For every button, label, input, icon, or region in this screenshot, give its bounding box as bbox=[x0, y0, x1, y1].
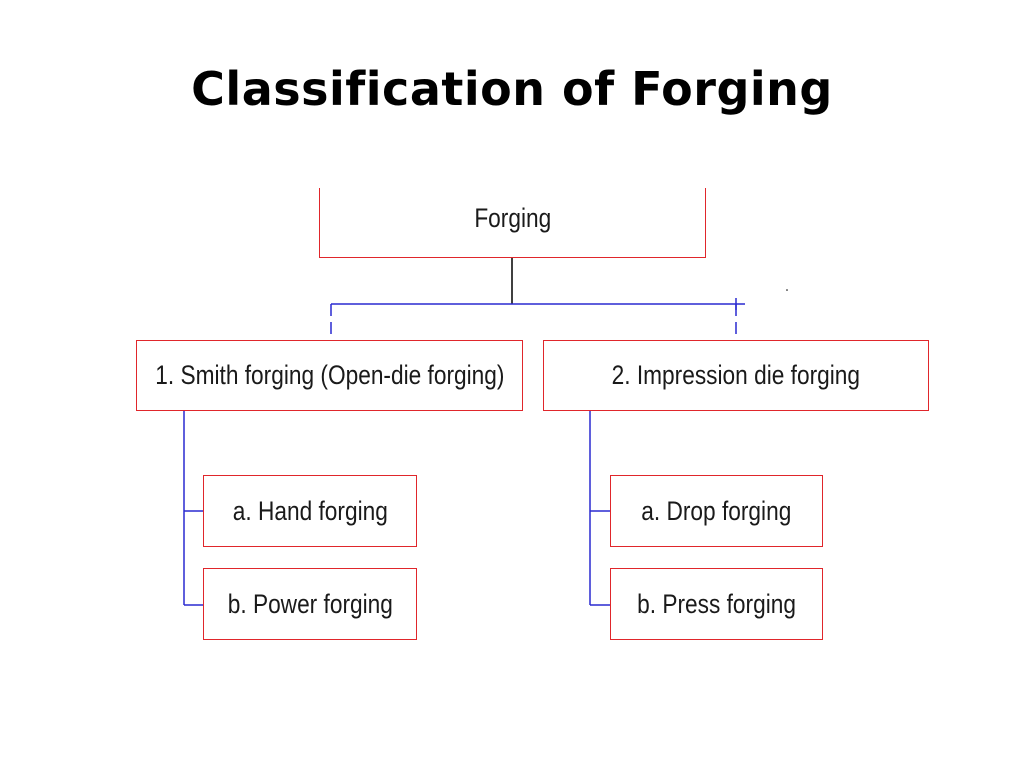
slide-title: Classification of Forging bbox=[191, 62, 833, 116]
type-node-power: b. Power forging bbox=[203, 568, 417, 640]
type-node-press: b. Press forging bbox=[610, 568, 823, 640]
root-node: Forging bbox=[319, 188, 706, 258]
type-node-label: a. Drop forging bbox=[641, 495, 792, 526]
type-node-label: b. Press forging bbox=[637, 588, 796, 619]
type-node-label: b. Power forging bbox=[227, 588, 393, 619]
type-node-hand: a. Hand forging bbox=[203, 475, 417, 547]
method-node-impression: 2. Impression die forging bbox=[543, 340, 929, 411]
type-node-label: a. Hand forging bbox=[232, 495, 388, 526]
method-node-label: 2. Impression die forging bbox=[611, 360, 861, 390]
method-node-label: 1. Smith forging (Open-die forging) bbox=[154, 360, 505, 390]
type-node-drop: a. Drop forging bbox=[610, 475, 823, 547]
stray-dot bbox=[786, 289, 788, 291]
root-node-label: Forging bbox=[474, 203, 551, 233]
method-node-smith: 1. Smith forging (Open-die forging) bbox=[136, 340, 523, 411]
